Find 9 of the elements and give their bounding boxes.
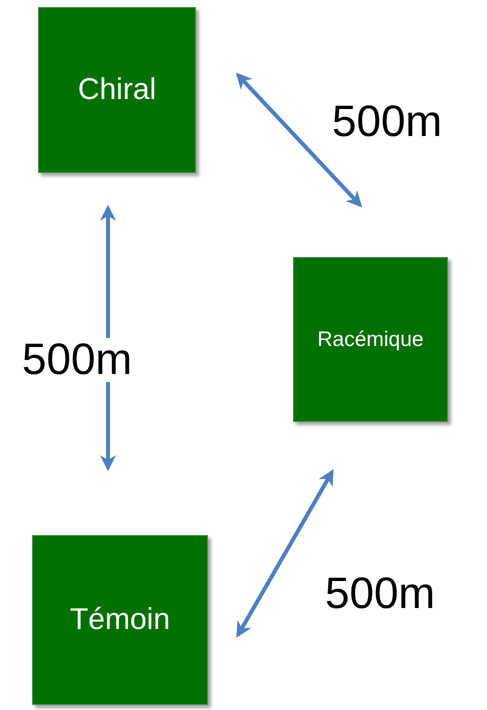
site-name: Racémique <box>317 328 424 352</box>
site-box <box>293 257 448 422</box>
double-arrow <box>236 72 362 208</box>
double-arrow <box>236 469 334 638</box>
site-name: Chiral <box>78 73 156 107</box>
site-name: Témoin <box>70 603 170 637</box>
site-box <box>38 7 196 173</box>
distance-label: 500m <box>22 338 132 382</box>
site-box <box>32 535 208 705</box>
